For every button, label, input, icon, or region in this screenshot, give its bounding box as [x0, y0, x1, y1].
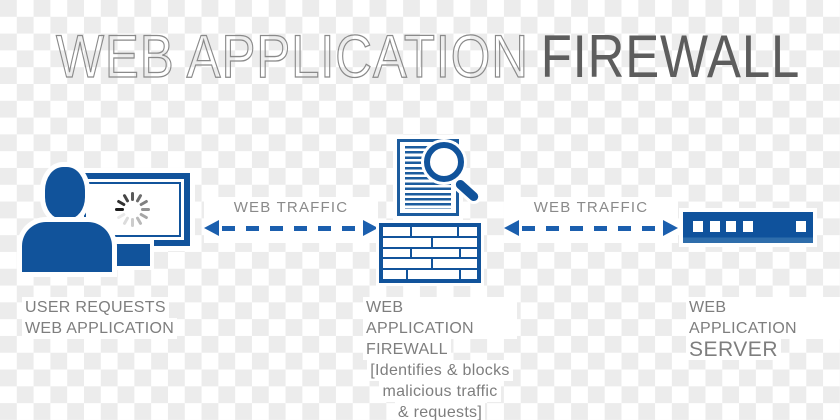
server-rack-icon — [683, 212, 813, 243]
waf-note-line3: & requests] — [394, 402, 486, 420]
server-label-line1: WEB APPLICATION — [686, 297, 840, 339]
person-torso-icon — [22, 222, 112, 272]
monitor-stand — [113, 244, 150, 266]
monitor-screen — [84, 182, 181, 237]
arrowhead-left-icon — [504, 220, 519, 236]
web-traffic-label-left: WEB TRAFFIC — [233, 199, 349, 216]
magnifier-icon — [424, 142, 464, 182]
waf-note-line1: [Identifies & blocks — [367, 360, 513, 381]
web-traffic-label-right: WEB TRAFFIC — [533, 199, 649, 216]
traffic-flow-left: WEB TRAFFIC — [204, 197, 378, 243]
user-label-line2: WEB APPLICATION — [22, 318, 178, 339]
title-light-part: WEB APPLICATION — [55, 23, 529, 90]
waf-label-line2: FIREWALL — [363, 339, 451, 360]
double-arrow-right-icon — [504, 220, 678, 236]
waf-node-label: WEB APPLICATION FIREWALL [Identifies & b… — [363, 297, 517, 420]
waf-note-line2: malicious traffic — [379, 381, 501, 402]
arrowhead-right-icon — [363, 220, 378, 236]
arrowhead-right-icon — [663, 220, 678, 236]
double-arrow-left-icon — [204, 220, 378, 236]
server-node-label: WEB APPLICATION SERVER — [686, 297, 840, 362]
waf-label-line1: WEB APPLICATION — [363, 297, 517, 339]
dashed-line — [222, 225, 360, 231]
title-strong-part: FIREWALL — [540, 23, 801, 90]
user-node-label: USER REQUESTS WEB APPLICATION — [22, 297, 178, 339]
arrowhead-left-icon — [204, 220, 219, 236]
user-label-line1: USER REQUESTS — [22, 297, 169, 318]
traffic-flow-right: WEB TRAFFIC — [504, 197, 678, 243]
brick-wall-icon — [379, 223, 481, 283]
dashed-line — [522, 225, 660, 231]
server-label-line2: SERVER — [686, 339, 781, 360]
person-head-icon — [45, 167, 85, 219]
